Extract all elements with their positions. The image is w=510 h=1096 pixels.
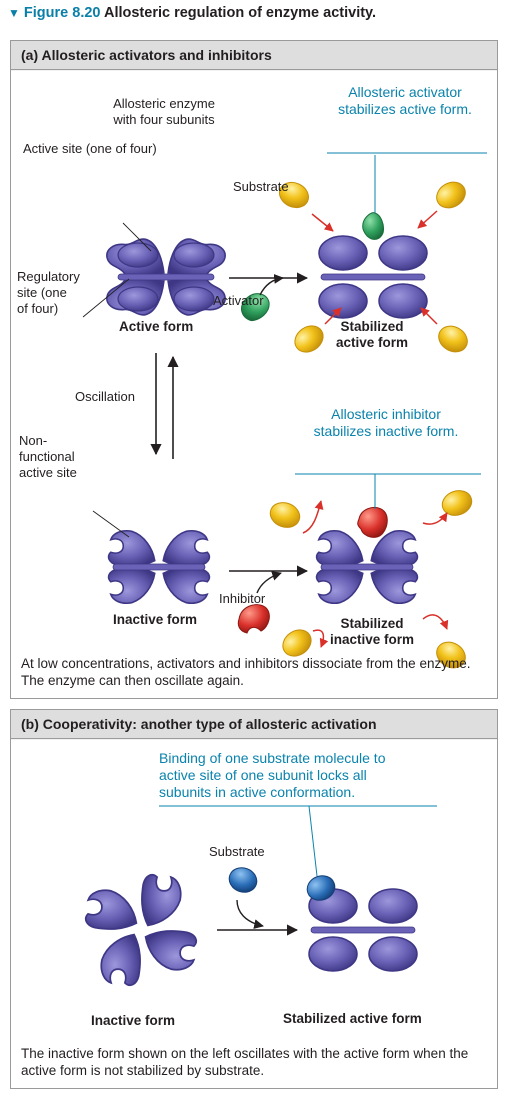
figure-title-text: Allosteric regulation of enzyme activity… [103, 5, 377, 21]
panel-a-diagram [82, 152, 487, 669]
bound-substrate [306, 875, 336, 901]
substrate-label-b: Substrate [209, 844, 265, 859]
substrate-molecule [436, 641, 466, 669]
substrate-label: Substrate [233, 179, 289, 194]
figure-number: Figure 8.20 [23, 5, 101, 21]
stabilized-active-label: Stabilized active form [335, 319, 409, 350]
inhibitor-molecule [237, 604, 270, 634]
panel-b-body: Binding of one substrate molecule to act… [11, 740, 497, 1088]
panel-a-body: Allosteric enzyme with four subunits Act… [11, 71, 497, 698]
cooperativity-active-enzyme [308, 888, 418, 972]
panel-a-caption: At low concentrations, activators and in… [21, 656, 471, 688]
substrate-molecule [269, 502, 301, 528]
cooperativity-callout: Binding of one substrate molecule to act… [159, 750, 386, 800]
bound-activator [362, 212, 384, 240]
regulatory-site-label: Regulatory site (one of four) [17, 269, 80, 316]
inhibitor-label: Inhibitor [219, 591, 266, 606]
substrate-molecule [278, 181, 310, 209]
cooperativity-inactive-enzyme [84, 873, 198, 987]
inhibitor-callout: Allosteric inhibitor stabilizes inactive… [313, 406, 459, 439]
panel-b-diagram [84, 805, 437, 987]
inactive-form-label-b: Inactive form [91, 1013, 176, 1028]
bound-inhibitor [357, 506, 388, 538]
stabilized-inactive-enzyme [315, 529, 419, 605]
panel-a-header: (a) Allosteric activators and inhibitors [11, 41, 497, 70]
panel-b-header: (b) Cooperativity: another type of allos… [11, 710, 497, 739]
activator-callout: Allosteric activator stabilizes active f… [338, 84, 472, 117]
substrate-molecule [441, 490, 473, 516]
figure-title: ▼ Figure 8.20 Allosteric regulation of e… [8, 5, 376, 21]
triangle-marker-icon: ▼ [8, 6, 20, 20]
substrate-molecule [294, 325, 324, 353]
nonfunctional-label: Non- functional active site [19, 433, 77, 480]
activator-label: Activator [213, 293, 264, 308]
panel-b: (b) Cooperativity: another type of allos… [10, 709, 498, 1089]
inactive-form-enzyme [107, 529, 211, 605]
active-form-label: Active form [119, 319, 194, 334]
stabilized-inactive-label: Stabilized inactive form [329, 616, 415, 647]
allosteric-enzyme-label: Allosteric enzyme with four subunits [113, 96, 215, 127]
active-form-enzyme [106, 238, 226, 316]
inactive-form-label: Inactive form [113, 612, 198, 627]
panel-a: (a) Allosteric activators and inhibitors [10, 40, 498, 699]
stabilized-active-enzyme [318, 235, 428, 319]
substrate-molecule [438, 325, 468, 353]
stabilized-active-label-b: Stabilized active form [283, 1011, 422, 1026]
active-site-label: Active site (one of four) [23, 141, 157, 156]
activator-molecule [241, 293, 270, 322]
substrate-molecule [282, 629, 312, 657]
oscillation-label: Oscillation [75, 389, 135, 404]
substrate-molecule [436, 181, 466, 209]
substrate-molecule-b [228, 867, 258, 893]
panel-b-caption: The inactive form shown on the left osci… [21, 1046, 469, 1078]
